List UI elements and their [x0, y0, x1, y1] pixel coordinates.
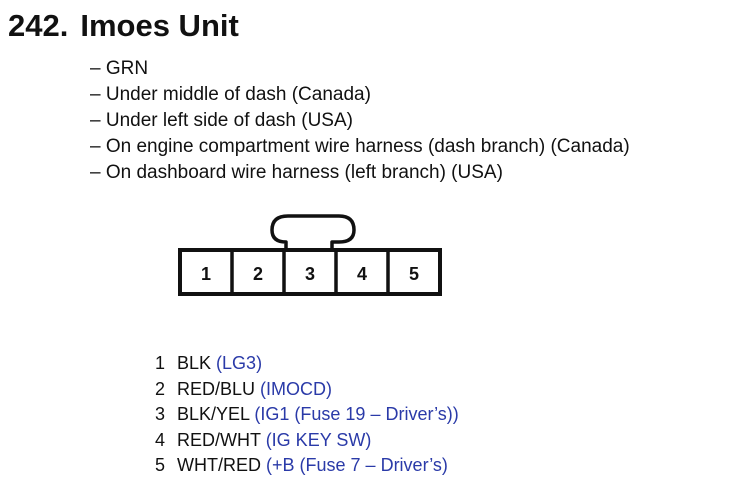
wire-color: BLK	[177, 353, 212, 373]
wire-color: WHT/RED	[177, 455, 261, 475]
section-number: 242.	[8, 8, 69, 43]
circuit-name: (IG1 (Fuse 19 – Driver’s))	[254, 404, 459, 424]
pinout-list: 1 BLK (LG3) 2 RED/BLU (IMOCD) 3 BLK/YEL (IG…	[155, 351, 459, 479]
note-location-canada: – Under middle of dash (Canada)	[90, 84, 371, 105]
connector-lock-tab	[270, 214, 356, 250]
note-color: – GRN	[90, 58, 149, 79]
wire-color: RED/WHT	[177, 429, 261, 450]
pinout-row: 3 BLK/YEL (IG1 (Fuse 19 – Driver’s))	[155, 402, 459, 428]
component-name: Imoes Unit	[80, 8, 239, 43]
pin-number: 4	[155, 429, 166, 450]
connector-body	[178, 248, 442, 296]
wire-color: RED/BLU	[177, 378, 256, 399]
note-harness-usa: – On dashboard wire harness (left branch…	[90, 162, 503, 183]
pin-number: 5	[155, 455, 166, 475]
note-harness-canada: – On engine compartment wire harness (da…	[90, 136, 630, 157]
pinout-row: 4 RED/WHT (IG KEY SW)	[155, 428, 459, 454]
pin-label: 2	[253, 264, 263, 284]
connector-diagram: 1 2 3 4 5	[178, 214, 442, 296]
pin-label: 4	[357, 264, 367, 284]
pinout-row: 2 RED/BLU (IMOCD)	[155, 377, 459, 403]
pin-number: 2	[155, 378, 166, 399]
pin-label: 1	[201, 264, 211, 284]
page-title: 242. Imoes Unit	[8, 6, 239, 46]
location-notes: – GRN – Under middle of dash (Canada) – …	[90, 56, 630, 186]
pin-number: 3	[155, 404, 166, 424]
circuit-name: (IG KEY SW)	[265, 429, 372, 450]
pin-label: 5	[409, 264, 419, 284]
note-location-usa: – Under left side of dash (USA)	[90, 110, 353, 131]
pinout-row: 5 WHT/RED (+B (Fuse 7 – Driver’s)	[155, 453, 459, 479]
circuit-name: (+B (Fuse 7 – Driver’s)	[266, 455, 448, 475]
circuit-name: (LG3)	[216, 353, 263, 373]
pin-number: 1	[155, 353, 166, 373]
pin-label: 3	[305, 264, 315, 284]
pinout-row: 1 BLK (LG3)	[155, 351, 459, 377]
circuit-name: (IMOCD)	[260, 378, 333, 399]
wire-color: BLK/YEL	[177, 404, 250, 424]
